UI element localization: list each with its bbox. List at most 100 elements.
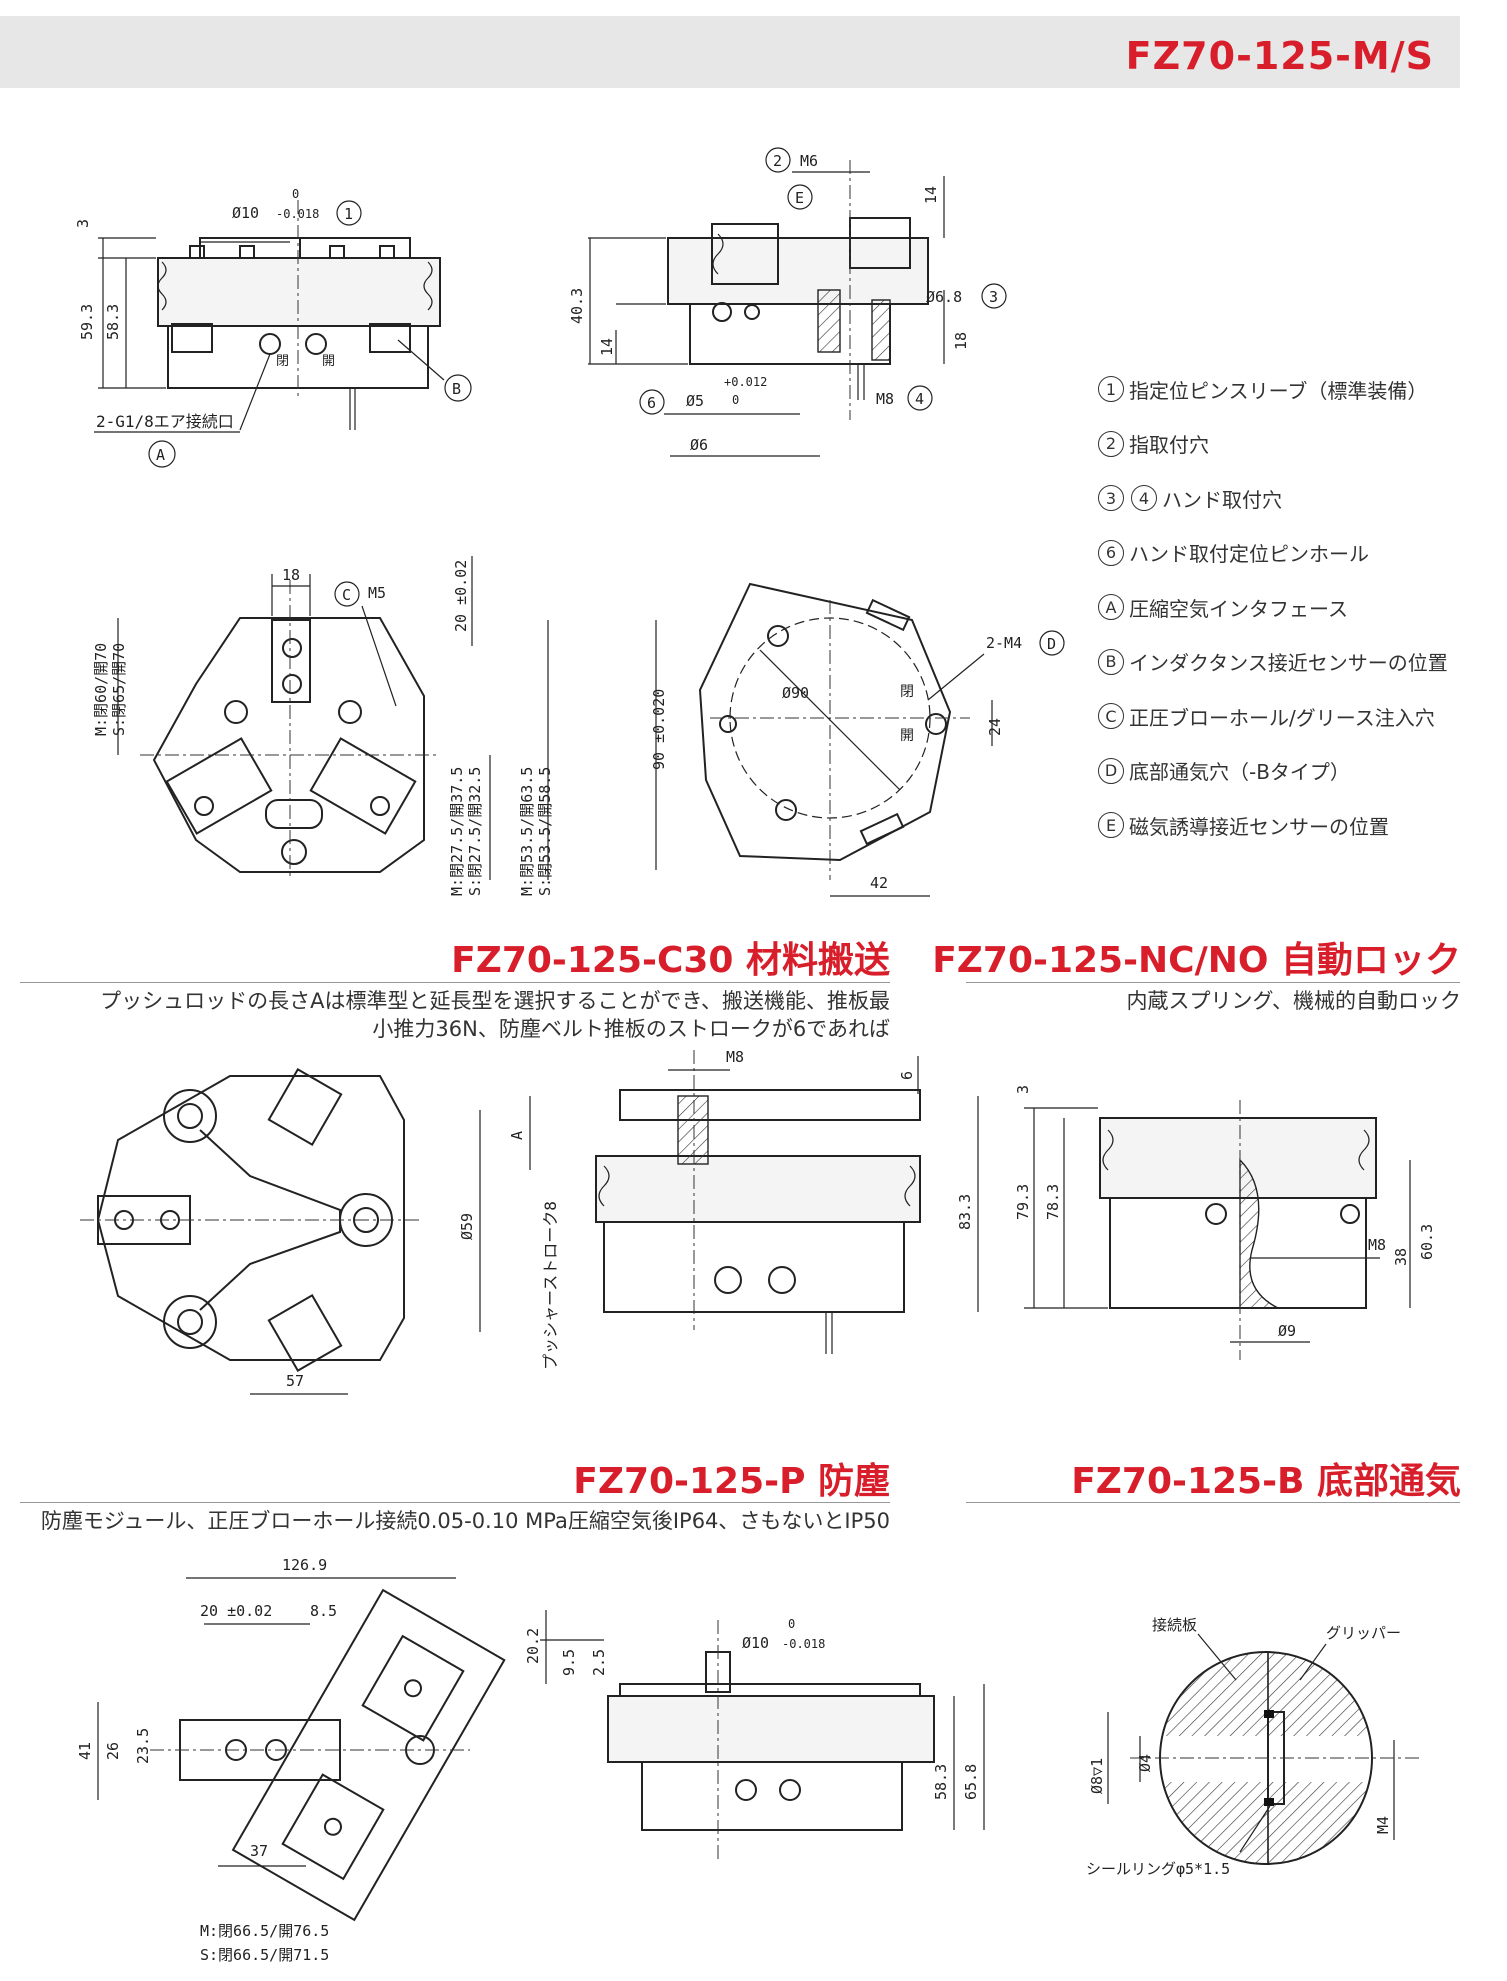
bottom-close: 閉	[900, 684, 914, 700]
front-dim-3: 3	[74, 219, 92, 228]
pf-dim-95: 9.5	[560, 1649, 578, 1676]
nc-dim-78: 78.3	[1044, 1184, 1062, 1220]
front-phi10: Ø10	[232, 204, 259, 222]
legend-text: 指定位ピンスリーブ（標準装備）	[1129, 378, 1428, 403]
header-bar: FZ70-125-M/S	[0, 16, 1460, 88]
section-desc-p: 防塵モジュール、正圧ブローホール接続0.05-0.10 MPa圧縮空気後IP64…	[40, 1509, 890, 1533]
c30-dim-6: 6	[898, 1071, 916, 1080]
side-m8: M8	[876, 390, 894, 408]
side-c4: 4	[915, 390, 924, 408]
top-s27: S:閉27.5/開32.5	[466, 767, 484, 896]
side-phi68: Ø6.8	[926, 288, 962, 306]
top-view: 18 C M5 20 ±0.02 M:閉60/開70 S:閉65/開70 M:閉…	[92, 556, 554, 896]
side-dim-14: 14	[922, 186, 940, 204]
legend-text: 底部通気穴（-Bタイプ）	[1129, 760, 1350, 785]
legend-mark: C	[1098, 703, 1124, 730]
side-dim-18: 18	[952, 332, 970, 350]
bottom-view: Ø90 90 ±0.020 24 42 2-M4 D 閉 開	[650, 582, 1065, 897]
pf-tolm: -0.018	[782, 1637, 825, 1651]
side-c6: 6	[647, 394, 656, 412]
side-view: 40.3 14 14 18 2 M6 E Ø6.8 3 6 Ø5 +0.012 …	[568, 147, 1007, 457]
c30-m8: M8	[726, 1048, 744, 1066]
side-dim-14b: 14	[598, 338, 616, 356]
legend-text: ハンド取付穴	[1162, 487, 1282, 512]
front-c1: 1	[344, 205, 353, 223]
section-rule-ncno	[966, 982, 1460, 983]
nc-dim-60: 60.3	[1418, 1224, 1436, 1260]
front-tol0: 0	[292, 187, 299, 201]
top-m27: M:閉27.5/開37.5	[448, 767, 466, 896]
p-dim-37: 37	[250, 1842, 268, 1860]
c30-dim-83: 83.3	[956, 1194, 974, 1230]
pf-dim-58: 58.3	[932, 1764, 950, 1800]
p-dim-85: 8.5	[310, 1602, 337, 1620]
front-air: 2-G1/8エア接続口	[96, 412, 234, 431]
b-board: 接続板	[1152, 1616, 1197, 1634]
legend-mark: 6	[1098, 539, 1124, 566]
side-c2: 2	[773, 152, 782, 170]
b-phi4: Ø4	[1136, 1754, 1154, 1772]
b-seal: シールリングφ5*1.5	[1086, 1860, 1230, 1878]
top-m60: M:閉60/開70	[92, 643, 110, 736]
front-tolm: -0.018	[276, 207, 319, 221]
p-s66: S:閉66.5/開71.5	[200, 1946, 329, 1964]
section-title-p: FZ70-125-P 防塵	[573, 1461, 890, 1502]
legend-mark: 1	[1098, 376, 1124, 403]
pf-phi10: Ø10	[742, 1634, 769, 1652]
side-c3: 3	[989, 288, 998, 306]
c30-phi59: Ø59	[458, 1213, 476, 1240]
p-dim-126: 126.9	[282, 1556, 327, 1574]
p-m66: M:閉66.5/開76.5	[200, 1922, 329, 1940]
bottom-cD: D	[1047, 635, 1056, 653]
legend-mark: D	[1098, 757, 1124, 784]
legend-text: インダクタンス接近センサーの位置	[1129, 651, 1448, 676]
section-title-b: FZ70-125-B 底部通気	[1071, 1461, 1461, 1502]
front-close: 閉	[276, 354, 289, 369]
side-cE: E	[795, 189, 804, 207]
bottom-m4: 2-M4	[986, 634, 1022, 652]
legend-mark: E	[1098, 812, 1124, 839]
p-dim-26: 26	[104, 1742, 122, 1760]
top-s53: S:閉53.5/開58.5	[536, 767, 554, 896]
page-title: FZ70-125-M/S	[1125, 34, 1434, 78]
c30-front-view: M8 6 A プッシャーストローク8 83.3	[508, 1048, 979, 1370]
section-title-ncno: FZ70-125-NC/NO 自動ロック	[932, 940, 1461, 981]
legend-text: 指取付穴	[1129, 433, 1209, 458]
b-phi8: Ø8▽1	[1088, 1758, 1106, 1794]
pf-tol0: 0	[788, 1617, 795, 1631]
front-cA: A	[156, 446, 165, 464]
top-m53: M:閉53.5/開63.5	[518, 767, 536, 896]
legend-mark: A	[1098, 594, 1124, 621]
legend-mark: 2	[1098, 430, 1124, 457]
front-view: 3 59.3 58.3 Ø10 0 -0.018 1 閉 開 2-G1/8エア接…	[74, 187, 472, 468]
b-gripper: グリッパー	[1326, 1624, 1401, 1642]
section-rule-b	[966, 1502, 1460, 1503]
nc-dim-38: 38	[1392, 1248, 1410, 1266]
legend-text: 正圧ブローホール/グリース注入穴	[1129, 705, 1435, 730]
side-phi6: Ø6	[690, 436, 708, 454]
pf-dim-25: 2.5	[590, 1649, 608, 1676]
top-s65: S:閉65/開70	[110, 643, 128, 736]
legend-mark: B	[1098, 648, 1124, 675]
side-dim-40: 40.3	[568, 288, 586, 324]
section-desc-c30-line1: プッシュロッドの長さAは標準型と延長型を選択することができ、搬送機能、推板最	[100, 989, 890, 1013]
side-m6: M6	[800, 152, 818, 170]
side-tolp: +0.012	[724, 375, 767, 389]
nc-dim-3: 3	[1014, 1085, 1032, 1094]
bottom-dim-24: 24	[986, 718, 1004, 736]
b-m4: M4	[1374, 1816, 1392, 1834]
side-phi5: Ø5	[686, 392, 704, 410]
section-rule-c30	[20, 982, 890, 983]
b-detail-view: 接続板 グリッパー Ø8▽1 Ø4 M4 シールリングφ5*1.5	[1086, 1616, 1420, 1878]
section-title-c30: FZ70-125-C30 材料搬送	[451, 940, 890, 981]
